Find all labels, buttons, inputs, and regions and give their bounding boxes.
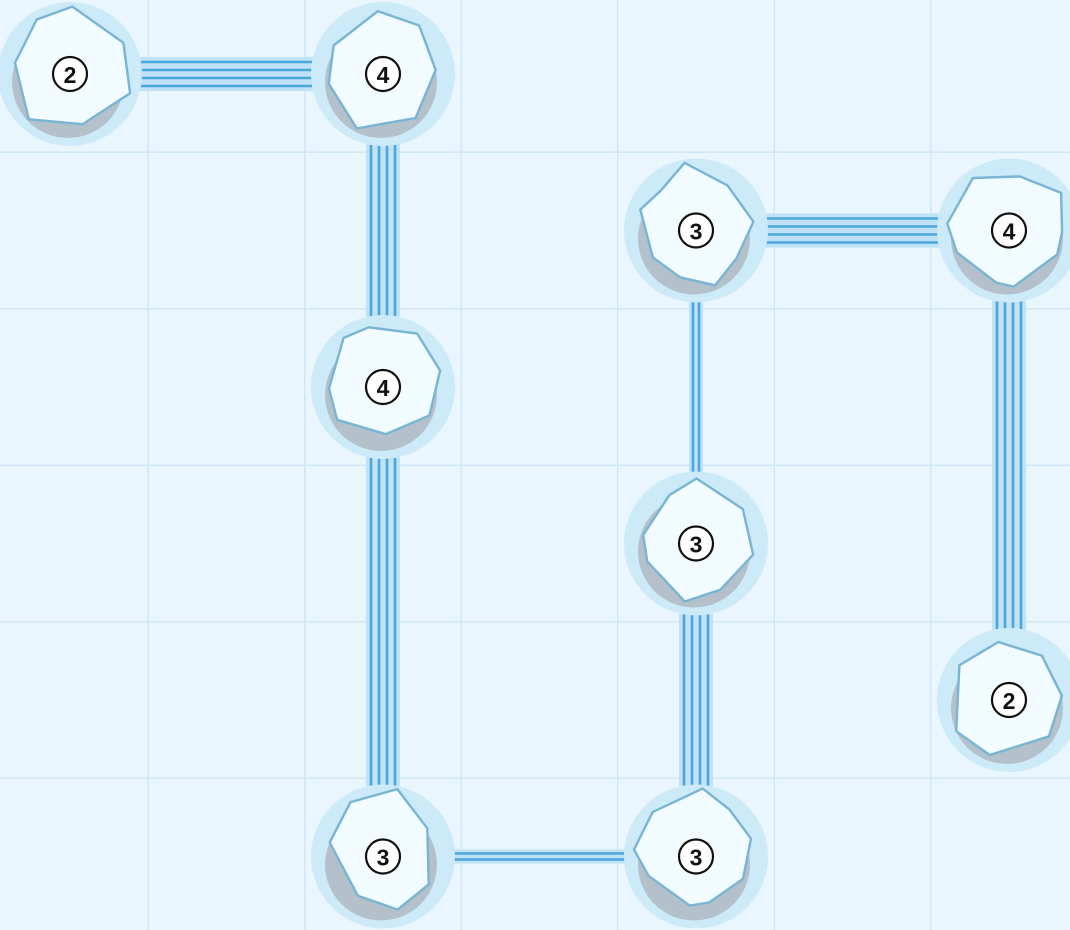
island-i6[interactable]: 3: [624, 472, 768, 616]
island-number: 3: [690, 532, 703, 558]
bridges-layer: [70, 62, 1021, 860]
island-i5[interactable]: 4: [311, 315, 455, 459]
island-i7[interactable]: 2: [937, 628, 1070, 772]
island-number: 2: [64, 62, 77, 88]
island-i4[interactable]: 4: [937, 159, 1070, 303]
island-i1[interactable]: 2: [0, 2, 142, 146]
island-number: 2: [1003, 688, 1016, 714]
island-number: 3: [377, 845, 390, 871]
island-number: 3: [690, 219, 703, 245]
island-number: 4: [1003, 219, 1016, 245]
island-i9[interactable]: 3: [624, 785, 768, 929]
island-i8[interactable]: 3: [311, 785, 455, 929]
island-number: 4: [377, 375, 390, 401]
island-i2[interactable]: 4: [311, 2, 455, 146]
island-number: 4: [377, 62, 390, 88]
island-number: 3: [690, 845, 703, 871]
island-i3[interactable]: 3: [624, 159, 768, 303]
